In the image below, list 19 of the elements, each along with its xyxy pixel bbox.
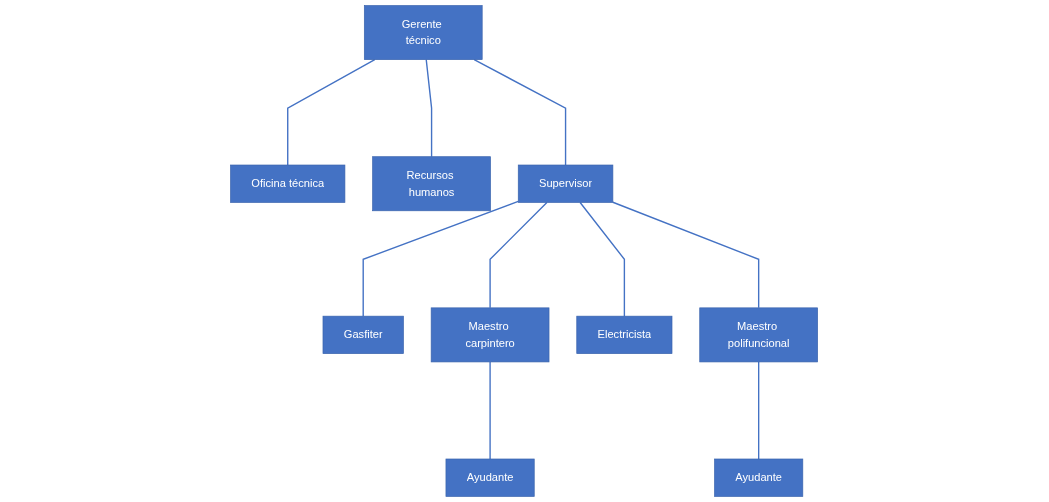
node-box: Maestro carpintero (431, 307, 550, 363)
node-box: Maestro polifuncional (699, 307, 819, 363)
connector (473, 58, 567, 166)
node-box: Ayudante (714, 458, 804, 497)
connector (612, 201, 760, 309)
node-box: Oficina técnica (230, 164, 346, 203)
node-box: Gerente técnico (364, 5, 483, 60)
connector (425, 58, 433, 158)
connector (489, 201, 548, 309)
connector (362, 200, 520, 317)
connector (579, 201, 626, 317)
node-box: Gasfiter (323, 315, 405, 354)
connector (758, 361, 760, 460)
node-box: Ayudante (446, 458, 535, 497)
connector (287, 58, 376, 166)
node-box: Supervisor (518, 164, 614, 203)
node-box: Recursos humanos (372, 156, 492, 212)
node-box: Electricista (576, 315, 673, 354)
connector (489, 361, 492, 460)
